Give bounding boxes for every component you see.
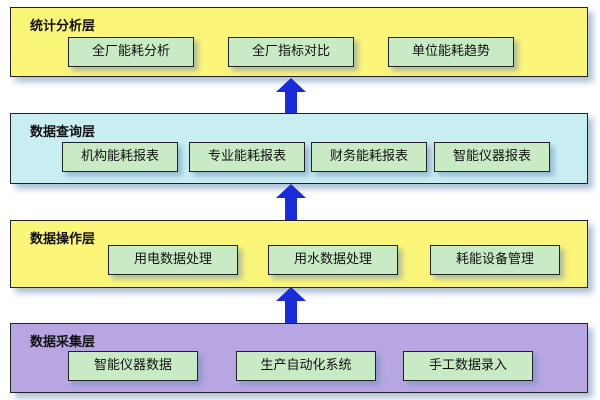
up-arrow-icon [276, 184, 306, 220]
box-manual-data-entry: 手工数据录入 [403, 351, 533, 381]
layer-title: 数据采集层 [30, 335, 96, 350]
layer-statistical-analysis: 统计分析层 全厂能耗分析 全厂指标对比 单位能耗趋势 [10, 7, 588, 77]
box-production-automation-system: 生产自动化系统 [236, 351, 376, 381]
layer-title: 数据查询层 [30, 125, 96, 140]
box-smart-meter-data: 智能仪器数据 [68, 351, 198, 381]
layer-title: 统计分析层 [30, 19, 96, 34]
box-specialty-energy-report: 专业能耗报表 [189, 142, 305, 172]
layer-title: 数据操作层 [30, 232, 96, 247]
box-water-data-processing: 用水数据处理 [268, 245, 398, 275]
up-arrow-icon [276, 78, 306, 114]
layer-data-acquisition: 数据采集层 智能仪器数据 生产自动化系统 手工数据录入 [10, 323, 588, 393]
box-plant-indicator-comparison: 全厂指标对比 [228, 37, 354, 67]
layer-data-operation: 数据操作层 用电数据处理 用水数据处理 耗能设备管理 [10, 220, 588, 288]
box-energy-equipment-management: 耗能设备管理 [430, 245, 560, 275]
box-plant-energy-analysis: 全厂能耗分析 [68, 37, 194, 67]
box-unit-energy-trend: 单位能耗趋势 [388, 37, 514, 67]
up-arrow-icon [276, 287, 306, 323]
box-smart-meter-report: 智能仪器报表 [434, 142, 550, 172]
layer-data-query: 数据查询层 机构能耗报表 专业能耗报表 财务能耗报表 智能仪器报表 [10, 113, 588, 184]
box-finance-energy-report: 财务能耗报表 [311, 142, 427, 172]
box-electricity-data-processing: 用电数据处理 [108, 245, 238, 275]
box-org-energy-report: 机构能耗报表 [62, 142, 178, 172]
